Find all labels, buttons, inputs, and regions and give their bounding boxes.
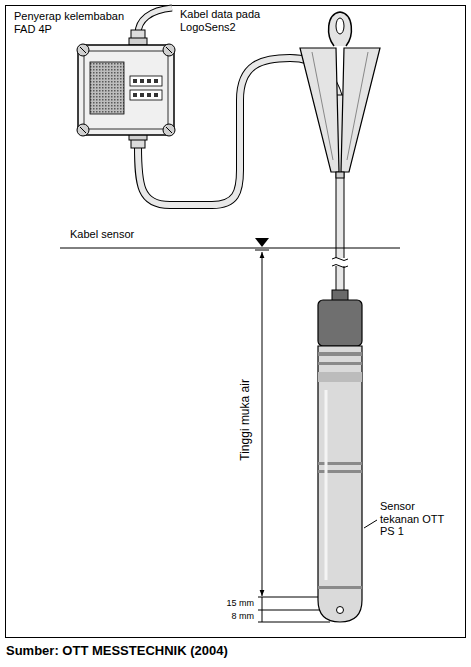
water-surface: [60, 248, 400, 249]
part-label: Sensor tekanan OTT PS 1: [380, 500, 444, 538]
figure-caption: Sumber: OTT MESSTECHNIK (2004): [6, 644, 228, 659]
water-level-symbol: [255, 238, 269, 247]
pressure-sensor: [318, 290, 362, 622]
dimension-label: Tinggi muka air: [239, 379, 253, 461]
part-label: Kabel data pada LogoSens2: [180, 8, 290, 33]
part-label: Kabel sensor: [70, 228, 160, 241]
dimension-label: 15 mm: [226, 598, 254, 608]
figure-frame: [6, 6, 466, 638]
water-level-symbol: [255, 250, 269, 251]
part-label: Penyerap kelembaban FAD 4P: [14, 10, 126, 35]
dimension-line: [258, 597, 330, 622]
junction-box: [77, 30, 175, 148]
dimension-line: [262, 252, 263, 596]
leader-line: [364, 520, 377, 528]
dimension-label: 8 mm: [232, 611, 255, 621]
cable-clamp: [300, 12, 380, 178]
